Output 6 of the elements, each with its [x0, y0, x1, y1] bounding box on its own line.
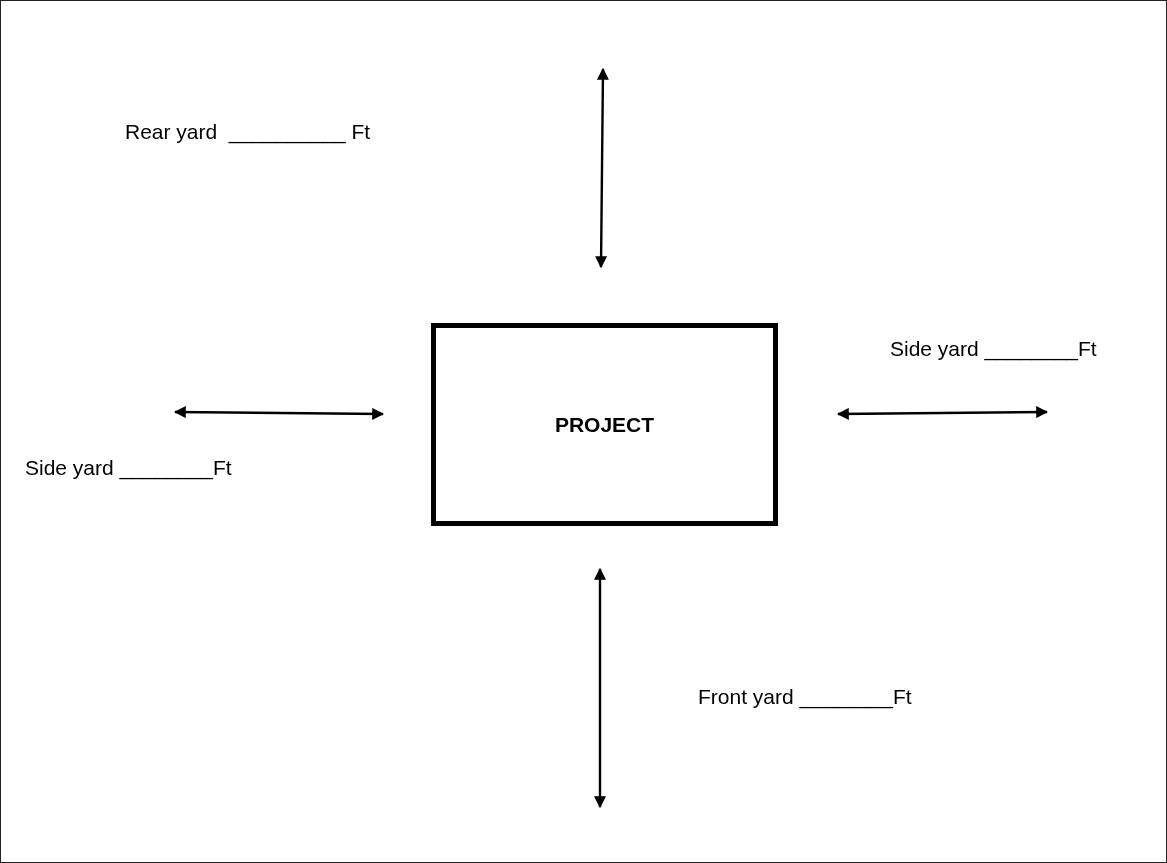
setback-label: Front yard ________Ft: [698, 686, 912, 707]
setback-label: Side yard ________Ft: [890, 338, 1097, 359]
box-title: PROJECT: [554, 412, 655, 437]
setback-label: Rear yard __________ Ft: [125, 121, 371, 142]
setback-label: Side yard ________Ft: [25, 457, 232, 478]
project-box: [431, 323, 778, 526]
